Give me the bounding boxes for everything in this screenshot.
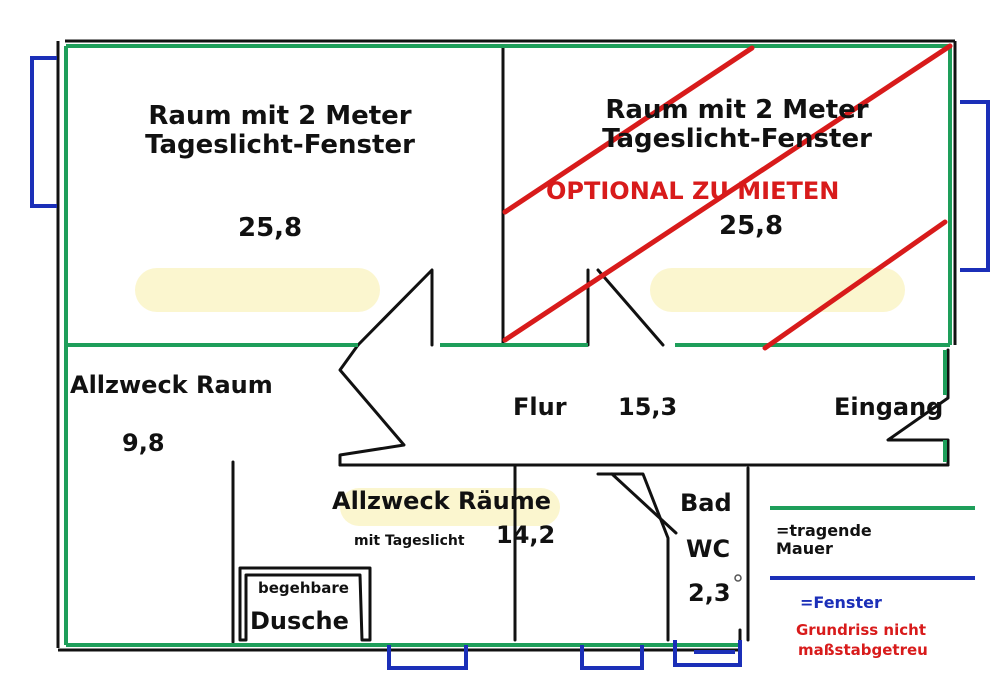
room-right-name-line2: Tageslicht-Fenster: [602, 124, 872, 155]
room-left-name-line1: Raum mit 2 Meter: [148, 101, 412, 131]
allzweck-raeume-subtitle: mit Tageslicht: [354, 533, 465, 549]
legend-note-line2: maßstabgetreu: [798, 641, 928, 659]
room-left-area: 25,8: [238, 213, 303, 243]
room-right-label: Raum mit 2 Meter Tageslicht-Fenster: [582, 95, 892, 155]
fixture-icon: [734, 574, 742, 582]
allzweck-raum-area: 9,8: [122, 429, 165, 457]
room-left-label: Raum mit 2 Meter Tageslicht-Fenster: [130, 101, 430, 161]
room-left-name-line2: Tageslicht-Fenster: [145, 130, 415, 161]
room-right-name-line1: Raum mit 2 Meter: [605, 95, 869, 125]
allzweck-raeume-name: Allzweck Räume: [332, 487, 552, 515]
dusche-name-line1: begehbare: [258, 579, 349, 597]
room-right-area: 25,8: [719, 211, 784, 241]
optional-room-cross: [502, 43, 953, 351]
dusche-name-line2: Dusche: [250, 607, 349, 635]
eingang-name: Eingang: [834, 393, 944, 421]
highlight-marks: [135, 268, 905, 526]
flur-name: Flur: [513, 393, 567, 421]
allzweck-raeume-area: 14,2: [496, 521, 556, 549]
legend-wall-label: =tragende Mauer: [776, 521, 872, 558]
optional-rent-label: OPTIONAL ZU MIETEN: [546, 177, 840, 205]
legend-lines: [770, 506, 975, 580]
flur-area: 15,3: [618, 393, 678, 421]
legend-window-label: =Fenster: [800, 593, 882, 612]
load-bearing-walls: [64, 44, 952, 647]
legend-note-line1: Grundriss nicht: [796, 621, 926, 639]
interior-walls: [231, 44, 950, 650]
wc-name: WC: [686, 535, 731, 563]
outer-border: [56, 39, 957, 652]
bad-name: Bad: [680, 489, 732, 517]
bad-area: 2,3: [688, 579, 731, 607]
allzweck-raum-name: Allzweck Raum: [70, 371, 273, 399]
windows: [30, 56, 990, 670]
